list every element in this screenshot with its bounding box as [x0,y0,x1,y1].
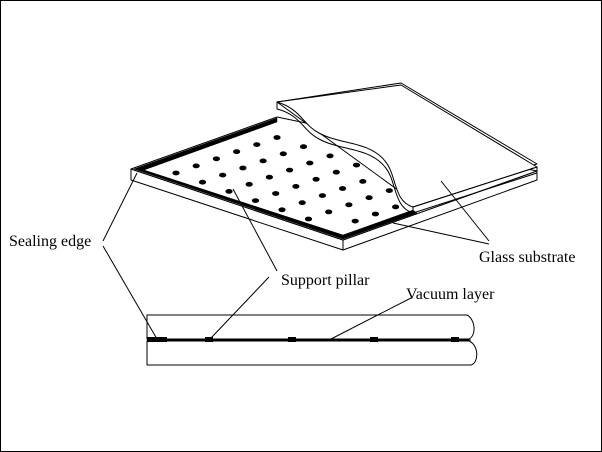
support-pillar-dot [306,160,314,166]
support-pillar-dot [359,179,367,184]
support-pillar-leader-top [232,188,278,272]
support-pillar-dot [312,176,320,182]
support-pillar-dot [172,170,180,176]
support-pillar-dot [272,191,280,196]
glass-substrate-leader-bottom [392,222,490,245]
support-pillar-leader-bottom [210,276,270,339]
sealing-edge-leader-bottom [102,245,158,340]
cross-section-pillar [370,337,378,342]
support-pillar-dot [279,151,287,157]
support-pillar-dot [245,181,253,187]
support-pillar-dot [225,189,233,194]
support-pillar-dot [392,204,400,210]
support-pillar-dot [259,158,267,164]
support-pillar-dot [253,142,261,148]
support-pillar-dot [365,195,373,201]
support-pillar-dot [198,179,207,185]
support-pillar-dot [212,156,220,162]
support-pillar-array [172,135,400,224]
cross-section-top-glass [146,314,475,340]
support-pillar-dot [273,135,281,140]
support-pillar-dot [192,163,200,169]
support-pillar-dot [318,193,326,199]
support-pillar-dot [332,169,340,175]
glass-substrate-label: Glass substrate [479,249,575,266]
support-pillar-dot [233,149,241,155]
support-pillar-dot [298,200,306,206]
cross-section-seal [147,337,167,342]
cross-section-pillar [205,337,213,342]
support-pillar-dot [345,202,353,208]
cross-section-pillar [451,337,459,342]
support-pillar-dot [251,198,260,204]
support-pillar-dot [292,184,300,189]
sealing-edge-label: Sealing edge [9,233,91,250]
top-plate-cut-surface [276,84,538,208]
support-pillar-dot [339,186,347,191]
support-pillar-dot [219,172,227,178]
support-pillar-dot [304,216,313,222]
support-pillar-dot [385,188,393,194]
support-pillar-dot [325,209,333,215]
cross-section-bottom-glass [146,340,478,366]
cross-section-pillar [288,337,296,342]
support-pillar-dot [351,218,359,224]
top-plate-wavy-edge [276,102,414,214]
vacuum-layer-leader [330,297,412,340]
support-pillar-dot [265,174,273,180]
glass-substrate-leader-top [440,180,490,242]
support-pillar-dot [299,144,308,150]
support-pillar-dot [371,211,379,217]
support-pillar-dot [278,207,286,213]
support-pillar-dot [326,153,334,159]
sealing-edge-frame [133,117,418,240]
support-pillar-dot [239,165,247,171]
top-plate-right-edge [412,166,538,214]
support-pillar-dot [352,162,361,168]
support-pillar-dot [286,167,294,173]
vacuum-layer-label: Vacuum layer [406,286,495,303]
sealing-edge-leader-top [102,172,138,242]
support-pillar-label: Support pillar [281,272,370,289]
